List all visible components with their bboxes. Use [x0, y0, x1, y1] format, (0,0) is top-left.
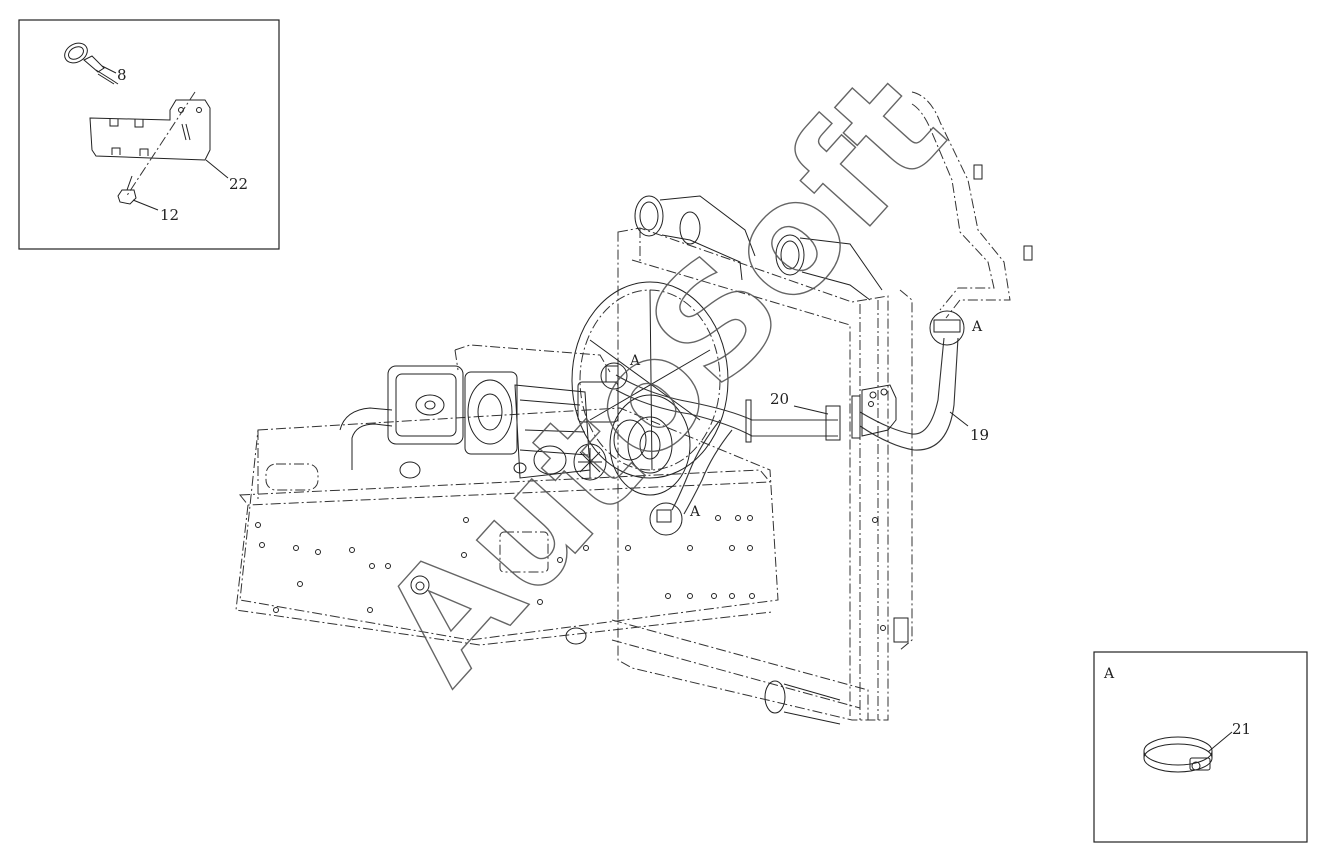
inset-frame: [18, 19, 280, 250]
main-assembly: A A A 20 19: [235, 91, 1033, 725]
hose-clamp-part: [1143, 736, 1213, 773]
detail-marker-a-2: A: [689, 504, 701, 520]
radiator-assembly: [565, 195, 913, 725]
frame-holes: [255, 515, 755, 613]
callout-20: 20: [770, 390, 789, 408]
bolt-part: [117, 175, 137, 205]
leader-21: [1207, 731, 1233, 753]
callout-19: 19: [970, 426, 989, 444]
detail-marker-a-1: A: [629, 353, 641, 369]
chassis-frame-rail: [235, 407, 779, 646]
detail-marker-a-3: A: [971, 319, 983, 335]
callout-22: 22: [229, 175, 248, 193]
callout-8: 8: [117, 66, 127, 84]
leader-20: [793, 405, 829, 415]
cable-tie-part: [64, 42, 119, 85]
engine-block: [339, 344, 647, 481]
callout-12: 12: [160, 206, 179, 224]
inset-title-a: A: [1103, 666, 1115, 682]
callout-21: 21: [1232, 720, 1251, 738]
leader-22: [205, 159, 229, 179]
coolant-hose-20: [615, 374, 841, 515]
watermark-text: AutoSoft: [349, 44, 977, 715]
leader-19: [949, 411, 969, 427]
hose-mounting-bracket: [851, 384, 897, 439]
clamp-detail-upper-right: A: [929, 310, 983, 346]
inset-bracket-detail: 8 22 12: [18, 19, 280, 250]
cooling-fan: [571, 281, 729, 496]
bolt-axis: [125, 91, 196, 198]
leader-8: [101, 65, 117, 74]
clamp-detail-lower: A: [649, 502, 701, 536]
coolant-hose-19: [859, 91, 1033, 451]
watermark-logo: AutoSoft: [349, 43, 979, 715]
leader-12: [132, 199, 159, 211]
inset-detail-a: A 21: [1093, 651, 1308, 843]
clamp-detail-upper-left: A: [600, 353, 641, 390]
